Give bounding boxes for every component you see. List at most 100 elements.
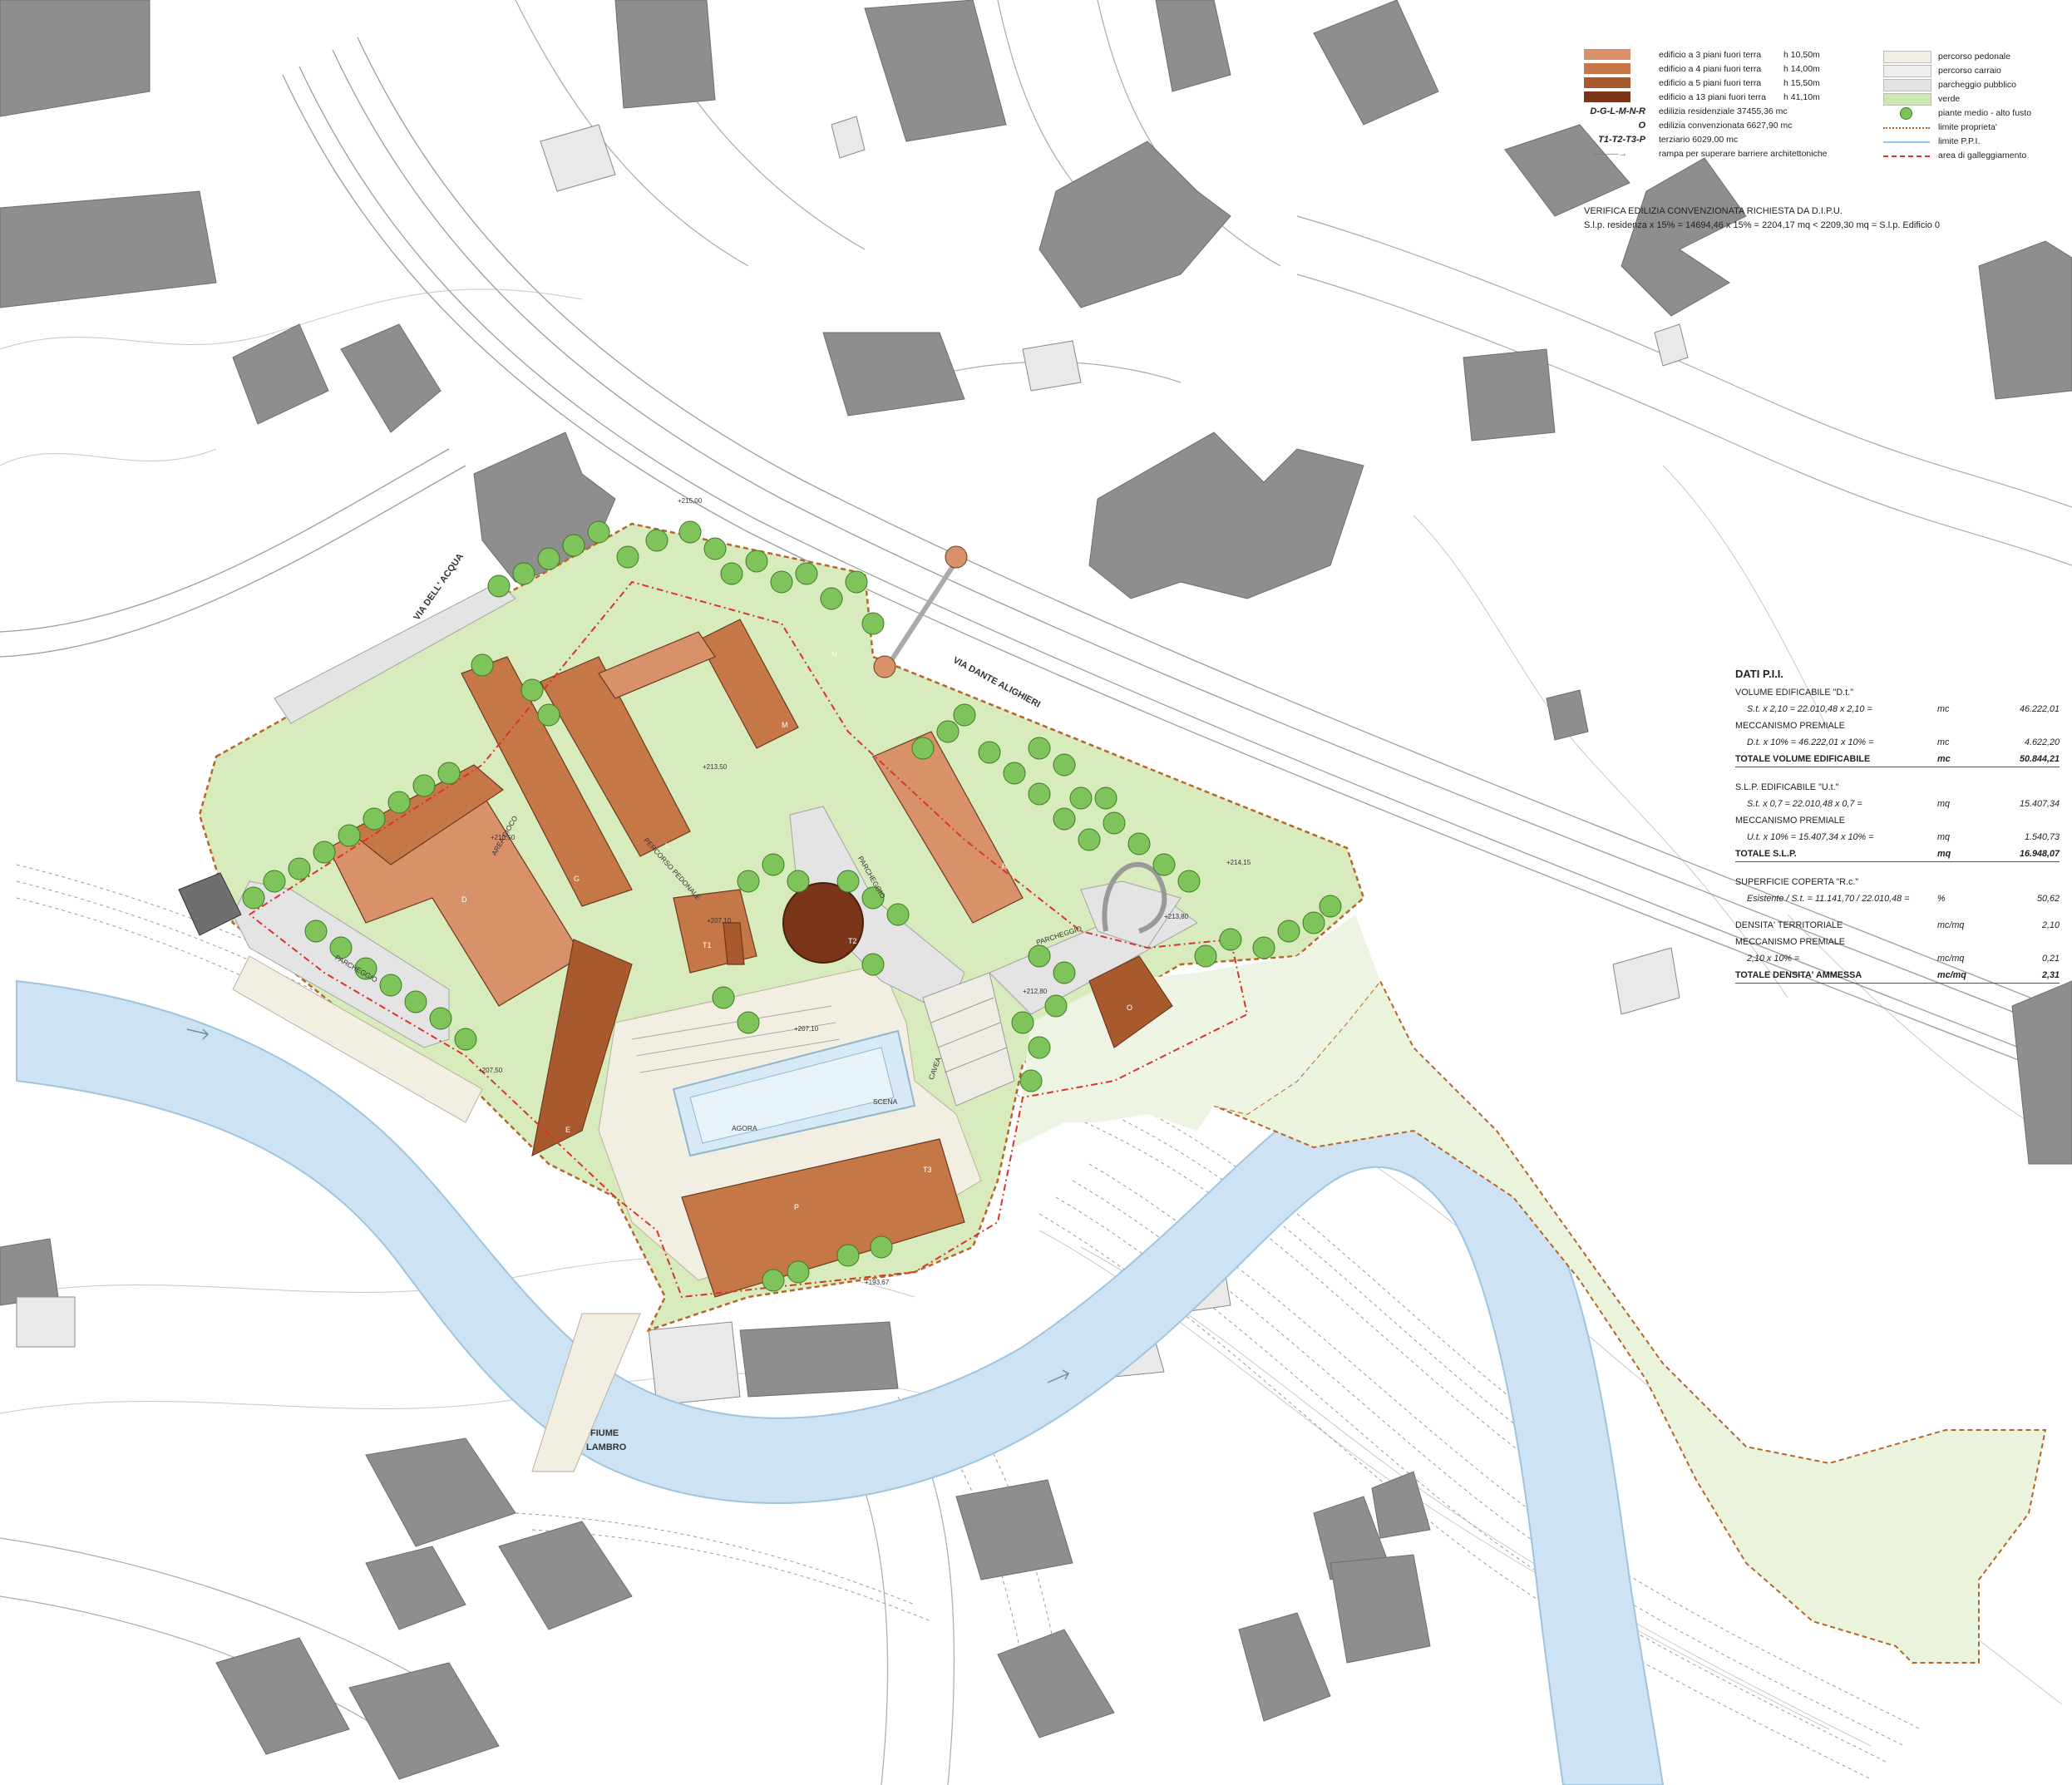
building-code: O [1127,1003,1132,1012]
dati-value: 50,62 [2036,894,2060,904]
dati-unit: mc/mq [1937,954,1965,964]
legend-height: h 41,10m [1783,92,1820,102]
dati-label: 2,10 x 10% = [1747,954,1800,964]
legend-swatch [1883,65,1931,77]
dati-unit: mc [1937,754,1951,764]
building-code: T1 [703,941,712,949]
tree-icon [1277,920,1300,943]
legend-label: edificio a 13 piani fuori terra [1659,92,1766,102]
dati-unit: mc/mq [1937,970,1966,980]
building-code: E [565,1126,570,1134]
tree-icon [953,703,976,727]
legend-height: h 10,50m [1783,50,1820,60]
tree-icon [304,920,328,943]
dati-label: MECCANISMO PREMIALE [1735,816,1845,826]
level-label: +215,00 [678,497,703,505]
dati-row: SUPERFICIE COPERTA "R.c." [1735,875,2060,890]
tree-icon [911,737,935,760]
tree-icon [379,974,402,997]
building-code: P [794,1203,799,1211]
dati-unit: mc [1937,704,1950,714]
tree-icon [429,1007,452,1030]
tree-icon [1011,1011,1034,1034]
tree-icon [363,807,386,831]
tree-icon [936,720,960,743]
tree-icon [587,520,610,544]
dati-label: SUPERFICIE COPERTA "R.c." [1735,877,1859,887]
building-code: D [461,895,467,904]
entrance-pavilion [178,872,242,936]
dati-unit: mc/mq [1937,920,1965,930]
dati-value: 0,21 [2041,954,2060,964]
legend-right-row: parcheggio pubblico [1883,78,2058,91]
legend-line [1883,155,1930,157]
dati-row: S.L.P. EDIFICABILE "U.t." [1735,780,2060,795]
legend-right-row: piante medio - alto fusto [1883,106,2058,120]
tree-icon [762,1269,785,1292]
cavea-steps [922,972,1015,1107]
legend-swatch [1584,91,1630,102]
tree-icon [861,953,885,976]
legend-label: percorso carraio [1938,66,2001,76]
dati-row: MECCANISMO PREMIALE [1735,718,2060,733]
level-label: +213,80 [1164,913,1189,920]
dati-unit: % [1937,894,1946,904]
tree-icon [886,903,910,926]
tree-icon [562,534,585,557]
legend-code: O [1638,121,1645,131]
dati-label: D.t. x 10% = 46.222,01 x 10% = [1747,737,1874,747]
legend-height: h 15,50m [1783,78,1820,88]
tree-icon [820,587,843,610]
dati-value: 2,10 [2041,920,2060,930]
tree-icon [1044,994,1068,1018]
level-label: +213,50 [703,763,728,771]
area-galleggiamento [249,580,1249,1299]
tree-icon [1302,911,1325,934]
parking-areas [232,581,1198,1048]
legend-label: piante medio - alto fusto [1938,108,2032,118]
tree-icon [703,537,727,560]
dati-unit: mc [1937,737,1950,747]
tree-icon [787,870,810,893]
tree-icon [737,870,760,893]
tree-icon [795,562,818,585]
tower-building [782,882,864,964]
verifica-block: VERIFICA EDILIZIA CONVENZIONATA RICHIEST… [1584,205,2066,233]
tree-icon [1900,107,1912,120]
dati-value: 1.540,73 [2024,832,2060,842]
tree-icon [520,678,544,702]
tree-icon [678,520,702,544]
agora-label: AGORA [732,1124,757,1132]
dati-label: MECCANISMO PREMIALE [1735,937,1845,947]
verifica-text: S.l.p. residenza x 15% = 14694,46 x 15% … [1584,220,1941,230]
tree-icon [712,986,735,1009]
tree-icon [487,574,511,598]
legend-label: terziario 6029,00 mc [1659,135,1739,145]
legend-swatch [1584,77,1630,88]
dati-value: 15.407,34 [2019,799,2060,809]
tree-icon [1028,944,1051,968]
legend-label: edificio a 3 piani fuori terra [1659,50,1762,60]
dati-label: VOLUME EDIFICABILE "D.t." [1735,688,1854,698]
tree-icon [1053,753,1076,777]
tree-icon [471,653,494,677]
legend-label: limite proprieta' [1938,122,1997,132]
tree-icon [836,1244,860,1267]
river-flow-arrows [186,1028,1070,1383]
legend: edificio a 3 piani fuori terra h 10,50m ed… [1576,48,2058,196]
legend-label: parcheggio pubblico [1938,80,2016,90]
ramp-road [1102,861,1167,934]
legend-label: verde [1938,94,1961,104]
tree-icon [1194,944,1217,968]
dati-label: TOTALE DENSITA' AMMESSA [1735,970,1862,980]
legend-label: area di galleggiamento [1938,150,2027,160]
building-code: L [665,841,669,850]
legend-line [1883,141,1930,143]
tree-icon [645,529,668,552]
